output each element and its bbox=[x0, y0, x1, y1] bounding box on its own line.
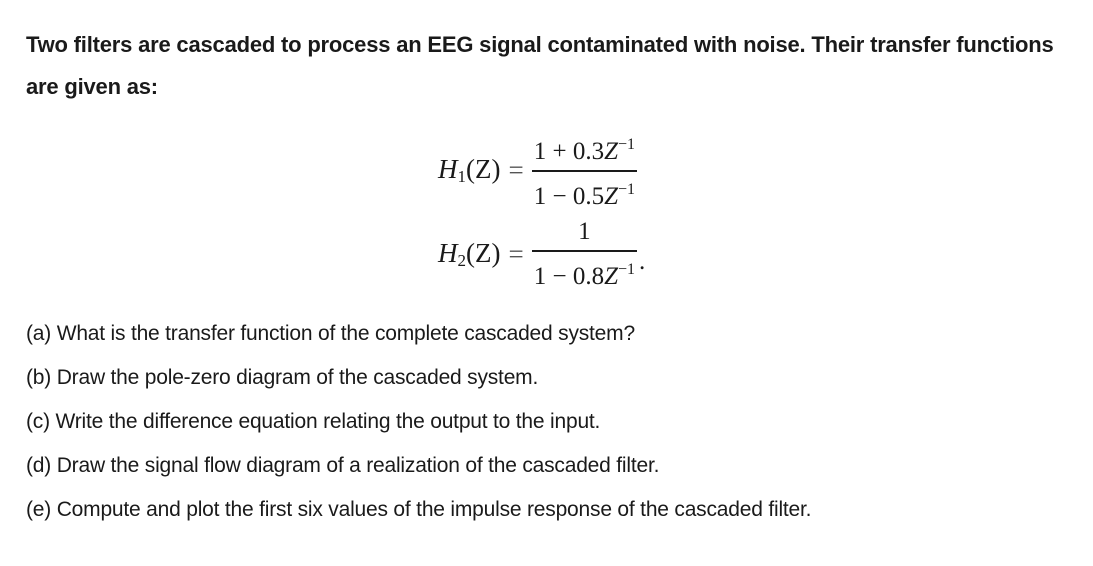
question-part-d: (d) Draw the signal flow diagram of a re… bbox=[26, 454, 660, 477]
equation-h2-subscript: 2 bbox=[457, 250, 467, 270]
equation-h1-lhs: H1(Z) bbox=[438, 154, 500, 187]
question-part-c: (c) Write the difference equation relati… bbox=[26, 410, 601, 433]
equation-h1-fraction: 1 + 0.3Z−1 1 − 0.5Z−1 bbox=[531, 130, 638, 212]
equation-h1-equals: = bbox=[508, 155, 524, 186]
equation-h2-fraction: 1 1 − 0.8Z−1 bbox=[531, 217, 638, 292]
equation-h2-denominator: 1 − 0.8Z−1 bbox=[532, 255, 637, 292]
equation-h2-arg: (Z) bbox=[466, 237, 501, 268]
question-part-b: (b) Draw the pole-zero diagram of the ca… bbox=[26, 366, 539, 389]
equation-h1-subscript: 1 bbox=[457, 167, 467, 187]
equation-h2-period: . bbox=[639, 248, 646, 276]
equation-h2-letter: H bbox=[438, 237, 458, 268]
equation-h2-numerator: 1 bbox=[578, 218, 591, 245]
equation-h2-den-exp: −1 bbox=[617, 260, 636, 278]
equation-h1-letter: H bbox=[438, 154, 458, 185]
equation-h2-den-prefix: 1 − 0.8 bbox=[533, 262, 605, 290]
equation-h1-arg: (Z) bbox=[466, 154, 501, 185]
equation-h1-num-var: Z bbox=[604, 138, 618, 165]
problem-intro: Two filters are cascaded to process an E… bbox=[26, 32, 1054, 99]
equation-h1: H1(Z) = 1 + 0.3Z−1 1 − 0.5Z−1 bbox=[438, 130, 638, 212]
equation-h1-den-exp: −1 bbox=[617, 180, 636, 198]
equation-h2-equals: = bbox=[508, 238, 524, 269]
question-part-a: (a) What is the transfer function of the… bbox=[26, 322, 635, 345]
equation-h2: H2(Z) = 1 1 − 0.8Z−1 . bbox=[438, 217, 645, 292]
equation-h1-den-prefix: 1 − 0.5 bbox=[533, 182, 605, 210]
equation-h1-num-exp: −1 bbox=[617, 136, 636, 153]
equation-h1-fraction-bar bbox=[531, 170, 638, 172]
equation-h2-den-var: Z bbox=[604, 262, 618, 290]
equation-h1-den-var: Z bbox=[604, 182, 618, 210]
equation-h1-denominator: 1 − 0.5Z−1 bbox=[532, 175, 637, 212]
equation-h2-fraction-bar bbox=[531, 250, 638, 252]
equation-h1-num-prefix: 1 + 0.3 bbox=[533, 138, 605, 165]
equation-h1-numerator: 1 + 0.3Z−1 bbox=[532, 130, 637, 167]
question-part-e: (e) Compute and plot the first six value… bbox=[26, 498, 812, 521]
question-parts: (a) What is the transfer function of the… bbox=[26, 312, 1086, 532]
equation-h2-lhs: H2(Z) bbox=[438, 238, 500, 271]
